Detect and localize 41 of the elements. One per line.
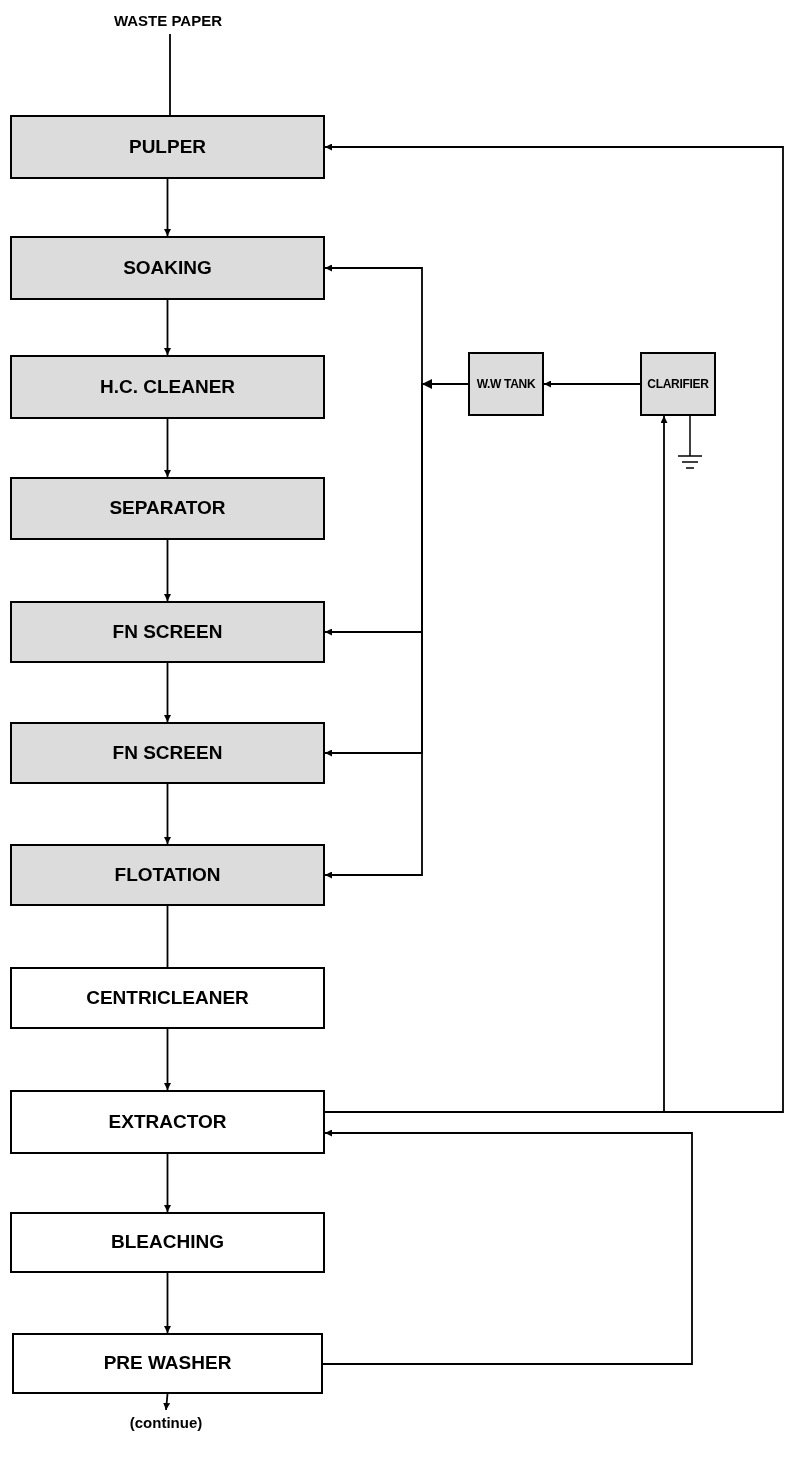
- process-box: [10, 844, 325, 906]
- node-label: FN SCREEN: [112, 740, 223, 765]
- process-box: [12, 1333, 323, 1394]
- node-label: BLEACHING: [111, 1230, 224, 1255]
- flow-arrow: [543, 380, 641, 388]
- process-box: [10, 1212, 325, 1273]
- flow-arrow: [164, 539, 171, 602]
- process-box: [10, 722, 325, 784]
- process-box: [10, 601, 325, 663]
- node-label: CLARIFIER: [647, 376, 709, 393]
- process-box: [10, 1090, 325, 1154]
- process-box: [10, 236, 325, 300]
- flow-arrow: [164, 418, 171, 478]
- flow-arrow: [322, 1129, 693, 1365]
- flow-arrow: [164, 662, 171, 723]
- flow-arrow: [163, 1393, 171, 1411]
- node-label: FLOTATION: [114, 862, 221, 887]
- process-box: [10, 115, 325, 179]
- node-label: CENTRICLEANER: [86, 985, 249, 1010]
- process-box: [468, 352, 544, 416]
- node-label: W.W TANK: [476, 376, 536, 393]
- process-box: [10, 967, 325, 1029]
- flow-arrow: [164, 1028, 171, 1091]
- node-label: SEPARATOR: [109, 496, 226, 521]
- node-label: FN SCREEN: [112, 619, 223, 644]
- node-label: PULPER: [128, 134, 207, 159]
- flow-arrow: [164, 299, 171, 356]
- flow-arrow: [164, 178, 171, 237]
- flow-arrow: [164, 783, 171, 845]
- flow-arrow: [164, 1272, 171, 1334]
- node-label: WASTE PAPER: [113, 10, 223, 31]
- node-label: SOAKING: [123, 255, 212, 280]
- flow-arrow: [164, 1153, 171, 1213]
- process-box: [10, 355, 325, 419]
- process-box: [10, 477, 325, 540]
- node-label: EXTRACTOR: [108, 1109, 227, 1134]
- process-box: [640, 352, 716, 416]
- node-label: (continue): [129, 1412, 203, 1433]
- node-label: H.C. CLEANER: [99, 374, 236, 399]
- node-label: PRE WASHER: [103, 1351, 232, 1376]
- flow-arrow: [324, 143, 784, 1113]
